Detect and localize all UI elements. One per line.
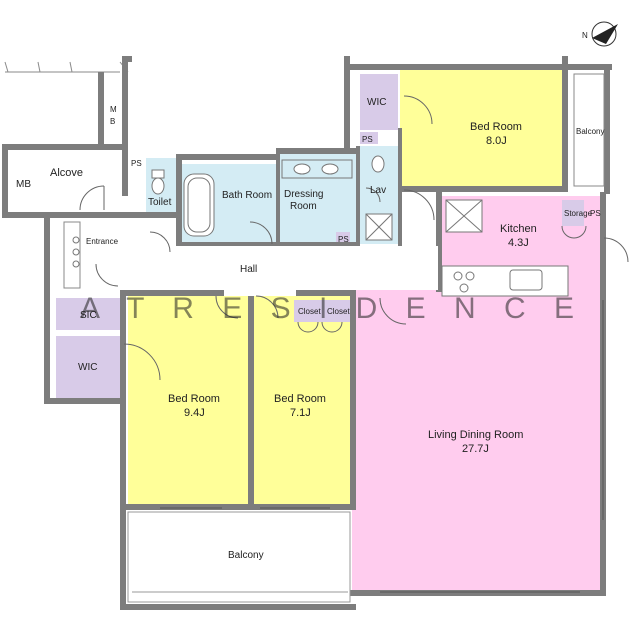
- hall-floor: [126, 246, 438, 290]
- closets-floor: [294, 300, 350, 322]
- wic-top-label: WIC: [367, 97, 386, 108]
- kitchen-size: 4.3J: [508, 237, 529, 249]
- compass-arrow-icon: [592, 24, 618, 44]
- bedroom-2-door-icon: [215, 295, 239, 319]
- ps-lav-bottom-floor: [336, 232, 350, 244]
- wic-left-floor: [56, 336, 120, 398]
- wic-door-icon: [403, 95, 433, 125]
- toilet-bowl-icon: [371, 155, 385, 173]
- compass: N: [582, 21, 618, 47]
- doors: [79, 95, 629, 381]
- hall-label: Hall: [240, 264, 257, 275]
- stove-burner-icon: [453, 271, 463, 281]
- alcove-label: Alcove: [50, 167, 83, 179]
- storage-label: Storage: [564, 209, 593, 218]
- master-bed-size: 8.0J: [486, 135, 507, 147]
- bed-2-size: 9.4J: [184, 407, 205, 419]
- toilet-door-icon: [149, 231, 171, 253]
- storage-floor: [562, 200, 584, 226]
- mb-top-label-2: B: [110, 117, 115, 126]
- dressing-room-floor: [276, 154, 358, 244]
- ps-lav-top-label: PS: [362, 135, 373, 144]
- bed-2-name: Bed Room: [168, 393, 220, 405]
- ps-kitchen-label: PS: [590, 209, 601, 218]
- lav-label: Lav: [370, 185, 386, 196]
- sink-icon: [293, 163, 311, 175]
- room-label: Room: [290, 201, 317, 212]
- balcony-bottom-label: Balcony: [228, 550, 264, 561]
- fixtures: [63, 155, 569, 297]
- entrance-door-icon: [95, 263, 119, 287]
- sic-floor: [56, 298, 120, 330]
- compass-north-label: N: [582, 31, 588, 40]
- service-door-icon: [603, 237, 629, 263]
- sink-icon: [321, 163, 339, 175]
- master-bed-door-icon: [403, 189, 435, 221]
- master-bed-name: Bed Room: [470, 121, 522, 133]
- wic-left-door-icon: [123, 343, 161, 381]
- closet-1-label: Closet: [298, 307, 321, 316]
- balcony-right-label: Balcony: [576, 127, 604, 136]
- stove-burner-icon: [459, 283, 469, 293]
- kitchen-sink-icon: [509, 269, 543, 291]
- lav-door-icon: [365, 187, 381, 203]
- outdoor-corridor: [4, 61, 129, 73]
- bath-room-label: Bath Room: [222, 190, 272, 201]
- stove-burner-icon: [465, 271, 475, 281]
- ps-toilet-label: PS: [131, 159, 142, 168]
- kitchen-name: Kitchen: [500, 223, 537, 235]
- storage-door-icon: [561, 225, 587, 239]
- closet-2-label: Closet: [327, 307, 350, 316]
- mb-top-label-1: M: [110, 105, 117, 114]
- room-labels: M B MB Alcove PS Toilet Bath Room Dressi…: [16, 97, 604, 561]
- ps-lav-top-floor: [360, 132, 378, 144]
- sic-label: SIC: [80, 310, 97, 321]
- bed-3-size: 7.1J: [290, 407, 311, 419]
- wic-top-floor: [360, 74, 398, 130]
- watermark: A T R E S I D E N C E: [80, 292, 584, 325]
- wic-left-label: WIC: [78, 362, 97, 373]
- windows: [160, 73, 605, 593]
- entrance-label: Entrance: [86, 237, 119, 246]
- balcony-bottom-area: [127, 511, 351, 603]
- dressing-label: Dressing: [284, 189, 323, 200]
- alcove-door-icon: [79, 185, 105, 211]
- toilet-bowl-icon: [151, 177, 165, 195]
- bath-door-icon: [249, 221, 273, 245]
- master-bedroom-floor: [400, 70, 568, 188]
- bedroom-2-floor: [128, 296, 250, 506]
- ldk-door-icon: [379, 297, 407, 325]
- bedroom-3-door-icon: [255, 295, 279, 319]
- toilet-label: Toilet: [148, 197, 172, 208]
- ldk-floor: [352, 262, 602, 590]
- ps-lav-bottom-label: PS: [338, 235, 349, 244]
- ldk-size: 27.7J: [462, 443, 489, 455]
- closet-door-icon: [321, 321, 343, 333]
- mb-left-label: MB: [16, 179, 31, 190]
- closet-door-icon: [297, 321, 319, 333]
- ldk-name: Living Dining Room: [428, 429, 523, 441]
- bed-3-name: Bed Room: [274, 393, 326, 405]
